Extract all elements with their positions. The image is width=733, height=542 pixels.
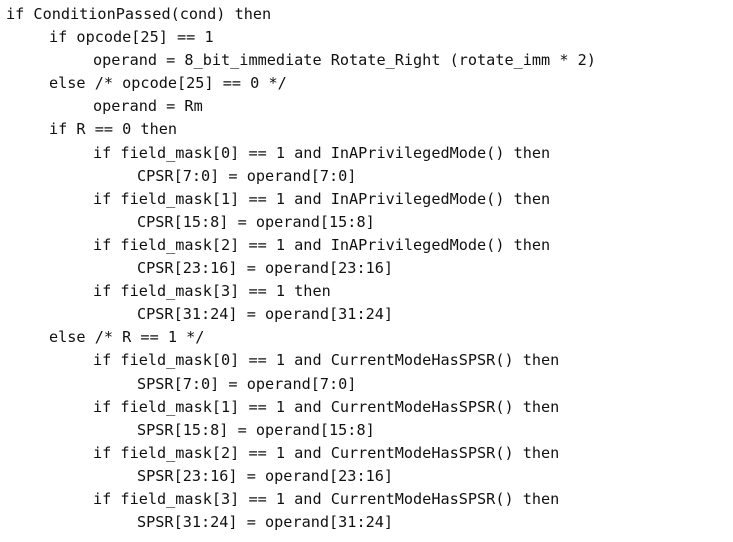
code-line: if field_mask[3] == 1 and CurrentModeHas… — [93, 489, 560, 508]
pseudocode-block: if ConditionPassed(cond) then if opcode[… — [6, 3, 596, 534]
code-line: if field_mask[3] == 1 then — [93, 282, 331, 301]
code-line: if field_mask[2] == 1 and CurrentModeHas… — [93, 443, 560, 462]
code-line: else /* R == 1 */ — [49, 328, 205, 347]
code-line: operand = Rm — [93, 97, 203, 116]
code-line: if ConditionPassed(cond) then — [6, 5, 272, 23]
code-line: if R == 0 then — [49, 120, 178, 139]
code-line: if field_mask[0] == 1 and InAPrivilegedM… — [93, 143, 551, 162]
code-line: CPSR[23:16] = operand[23:16] — [137, 259, 394, 278]
code-line: if field_mask[1] == 1 and InAPrivilegedM… — [93, 189, 551, 208]
code-line: CPSR[7:0] = operand[7:0] — [137, 166, 357, 185]
code-line: CPSR[31:24] = operand[31:24] — [137, 305, 394, 324]
code-line: SPSR[23:16] = operand[23:16] — [137, 466, 394, 485]
code-line: operand = 8_bit_immediate Rotate_Right (… — [93, 51, 596, 70]
code-line: else /* opcode[25] == 0 */ — [49, 74, 287, 93]
code-line: SPSR[15:8] = operand[15:8] — [137, 420, 375, 439]
code-line: SPSR[7:0] = operand[7:0] — [137, 374, 357, 393]
code-line: if field_mask[1] == 1 and CurrentModeHas… — [93, 397, 560, 416]
code-line: if field_mask[0] == 1 and CurrentModeHas… — [93, 351, 560, 370]
code-line: SPSR[31:24] = operand[31:24] — [137, 513, 394, 532]
code-line: CPSR[15:8] = operand[15:8] — [137, 212, 375, 231]
code-line: if opcode[25] == 1 — [49, 28, 214, 47]
code-line: if field_mask[2] == 1 and InAPrivilegedM… — [93, 235, 551, 254]
